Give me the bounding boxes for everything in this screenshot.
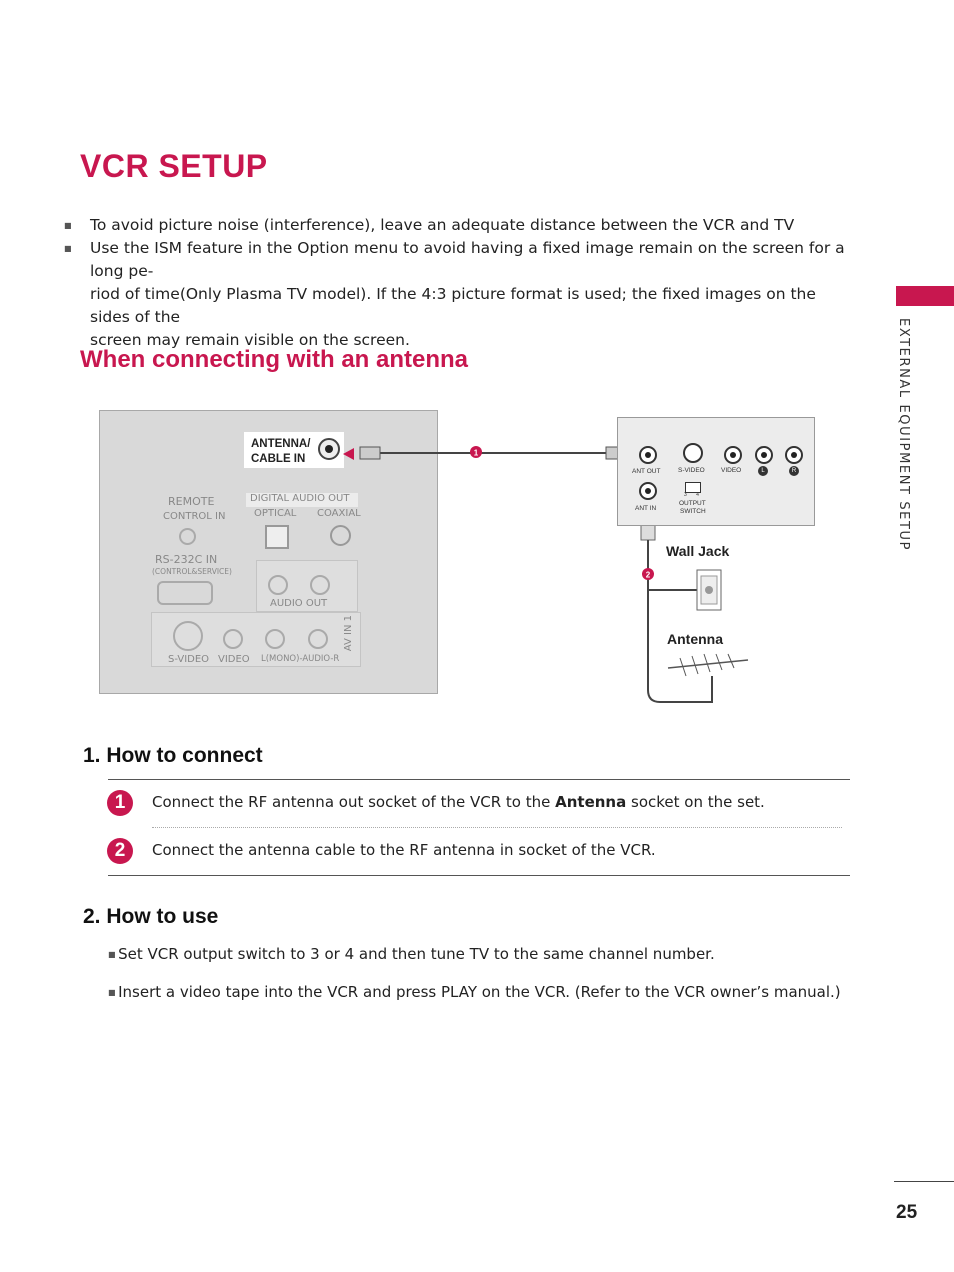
divider-bottom (108, 875, 850, 876)
vcr-r-label: R (789, 466, 799, 476)
svideo-jack[interactable] (173, 621, 203, 651)
notes-list: To avoid picture noise (interference), l… (64, 214, 854, 352)
antenna-label: Antenna (667, 631, 723, 647)
how-to-connect-heading: 1. How to connect (83, 744, 263, 767)
step-1-text: Connect the RF antenna out socket of the… (152, 793, 765, 811)
vcr-ant-in-jack[interactable] (639, 482, 657, 500)
how-to-use-heading: 2. How to use (83, 905, 219, 928)
optical-port[interactable] (265, 525, 289, 549)
svideo-label: S-VIDEO (168, 654, 210, 665)
antenna-in-label: ANTENNA/ (251, 438, 311, 450)
antenna-element (715, 653, 723, 671)
antenna-element (727, 653, 735, 669)
vcr-audio-r-jack[interactable] (785, 446, 803, 464)
vcr-ant-out-jack[interactable] (639, 446, 657, 464)
step-1-text-pre: Connect the RF antenna out socket of the… (152, 793, 556, 811)
vcr-ant-in-label: ANT IN (635, 505, 657, 512)
vcr-svideo-jack[interactable] (683, 443, 703, 463)
digital-audio-box (246, 493, 358, 507)
note-item: To avoid picture noise (interference), l… (64, 214, 854, 237)
coaxial-jack[interactable] (330, 525, 351, 546)
connector-tv (359, 446, 381, 460)
side-label-text: EXTERNAL EQUIPMENT SETUP (896, 318, 911, 552)
step-1-text-post: socket on the set. (626, 793, 765, 811)
page-title: VCR SETUP (80, 148, 268, 184)
step-divider (152, 827, 842, 828)
use-item: Set VCR output switch to 3 or 4 and then… (108, 945, 715, 963)
vcr-switch-34-label: 3 4 (684, 492, 703, 498)
vcr-ant-out-label: ANT OUT (632, 468, 661, 475)
audio-out-label: AUDIO OUT (270, 598, 328, 609)
rs232c-label: RS-232C IN (155, 553, 218, 566)
antenna-element (703, 653, 711, 673)
antenna-in-jack[interactable] (318, 438, 340, 460)
antenna-element (691, 655, 699, 675)
marker-2-circle (642, 568, 654, 580)
vcr-output-label: OUTPUT (679, 500, 706, 507)
audio-out-r-jack[interactable] (310, 575, 330, 595)
section-tab (896, 286, 954, 306)
note-item-cont: screen may remain visible on the screen. (90, 331, 410, 349)
rs232c-port[interactable] (157, 581, 213, 605)
page-number-rule (894, 1181, 954, 1182)
audio-l-jack[interactable] (265, 629, 285, 649)
step-1-text-bold: Antenna (555, 793, 627, 811)
vcr-output-switch[interactable] (685, 482, 701, 493)
step-2-text: Connect the antenna cable to the RF ante… (152, 841, 656, 859)
step-2-number: 2 (107, 838, 133, 864)
arrow-tv (343, 448, 354, 460)
tv-back-panel: ANTENNA/ CABLE IN REMOTE CONTROL IN DIGI… (99, 410, 438, 694)
note-item-cont: riod of time(Only Plasma TV model). If t… (90, 285, 816, 326)
wall-jack-label: Wall Jack (666, 543, 730, 559)
section-title: When connecting with an antenna (80, 346, 469, 373)
vcr-back-panel: ANT OUT S-VIDEO VIDEO L R ANT IN 3 4 OUT… (617, 417, 815, 526)
page-number: 25 (896, 1202, 918, 1223)
video-jack[interactable] (223, 629, 243, 649)
audio-out-l-jack[interactable] (268, 575, 288, 595)
antenna-element (679, 657, 687, 677)
digital-audio-out-label: DIGITAL AUDIO OUT (250, 493, 350, 504)
remote-label: REMOTE (168, 495, 215, 508)
vcr-switch-label: SWITCH (680, 508, 706, 515)
step-1-number: 1 (107, 790, 133, 816)
vcr-video-jack[interactable] (724, 446, 742, 464)
vcr-svideo-label: S-VIDEO (678, 467, 705, 474)
antenna-boom (667, 659, 749, 669)
remote-jack[interactable] (179, 528, 196, 545)
marker-1: 1 (474, 449, 479, 458)
antenna-in-label-box: ANTENNA/ CABLE IN (244, 432, 344, 468)
rs232c-sub-label: (CONTROL&SERVICE) (152, 567, 232, 576)
use-item: Insert a video tape into the VCR and pre… (108, 983, 841, 1001)
audio-r-jack[interactable] (308, 629, 328, 649)
marker-1-circle (470, 446, 482, 458)
vcr-l-label: L (758, 466, 768, 476)
marker-2: 2 (646, 571, 651, 580)
optical-label: OPTICAL (254, 508, 297, 519)
side-label: EXTERNAL EQUIPMENT SETUP (896, 318, 922, 578)
cable-2 (647, 540, 713, 703)
vcr-video-label: VIDEO (721, 467, 742, 474)
cable-in-label: CABLE IN (251, 453, 306, 465)
divider-top (108, 779, 850, 780)
coaxial-label: COAXIAL (317, 508, 361, 519)
wall-jack-hole (705, 586, 713, 594)
remote-control-label: CONTROL IN (163, 511, 226, 522)
vcr-audio-l-jack[interactable] (755, 446, 773, 464)
audio-lr-label: L(MONO)-AUDIO-R (261, 654, 340, 664)
video-label: VIDEO (218, 654, 250, 665)
note-item: Use the ISM feature in the Option menu t… (64, 237, 854, 283)
